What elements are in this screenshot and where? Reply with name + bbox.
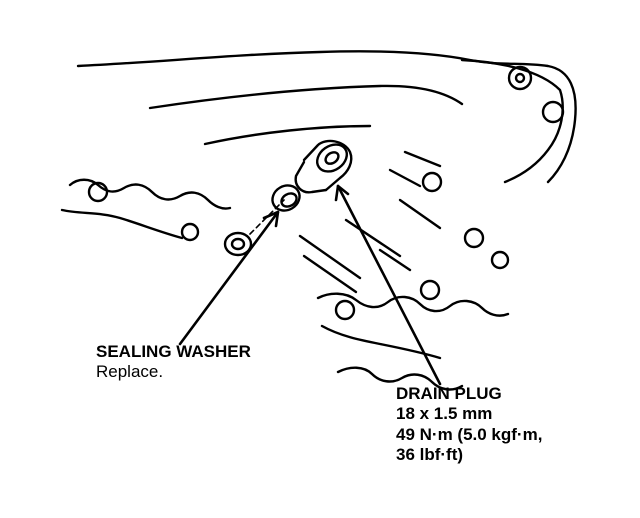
assembly-centerline [249, 199, 285, 235]
drain-plug-torque-cont: 36 lbf·ft) [396, 445, 464, 465]
plug-leader [336, 184, 442, 386]
bracket-bolt-2 [541, 100, 565, 124]
sealing-washer [271, 184, 301, 212]
flange-bolt-4 [419, 279, 441, 301]
flange-bolt-2 [180, 222, 200, 242]
flange-bolt-5 [463, 227, 485, 249]
housing-flange-left [68, 178, 232, 210]
housing-rib-2 [298, 234, 362, 280]
sealing-washer-callout: SEALING WASHER Replace. [96, 342, 251, 383]
washer-leader [178, 210, 280, 346]
flange-bolt-6 [490, 250, 510, 270]
housing-flange-bottom [316, 292, 510, 317]
housing-upper-edge [148, 84, 464, 110]
sealing-washer-label: SEALING WASHER [96, 342, 251, 361]
drain-plug-label: DRAIN PLUG [396, 384, 502, 403]
drain-plug-callout: DRAIN PLUG 18 x 1.5 mm 49 N·m (5.0 kgf·m… [396, 384, 542, 466]
drain-plug-size: 18 x 1.5 mm [396, 404, 493, 424]
bracket-bolt-1 [507, 65, 533, 91]
drain-plug [294, 139, 353, 194]
flange-bolt-1 [87, 181, 109, 203]
sealing-washer-note: Replace. [96, 362, 164, 382]
flange-bolt-3 [334, 299, 356, 321]
drain-hole-boss [223, 231, 253, 257]
drain-plug-torque: 49 N·m (5.0 kgf·m, [396, 424, 543, 444]
housing-rib [203, 124, 372, 146]
flange-bolt-7 [421, 171, 443, 193]
